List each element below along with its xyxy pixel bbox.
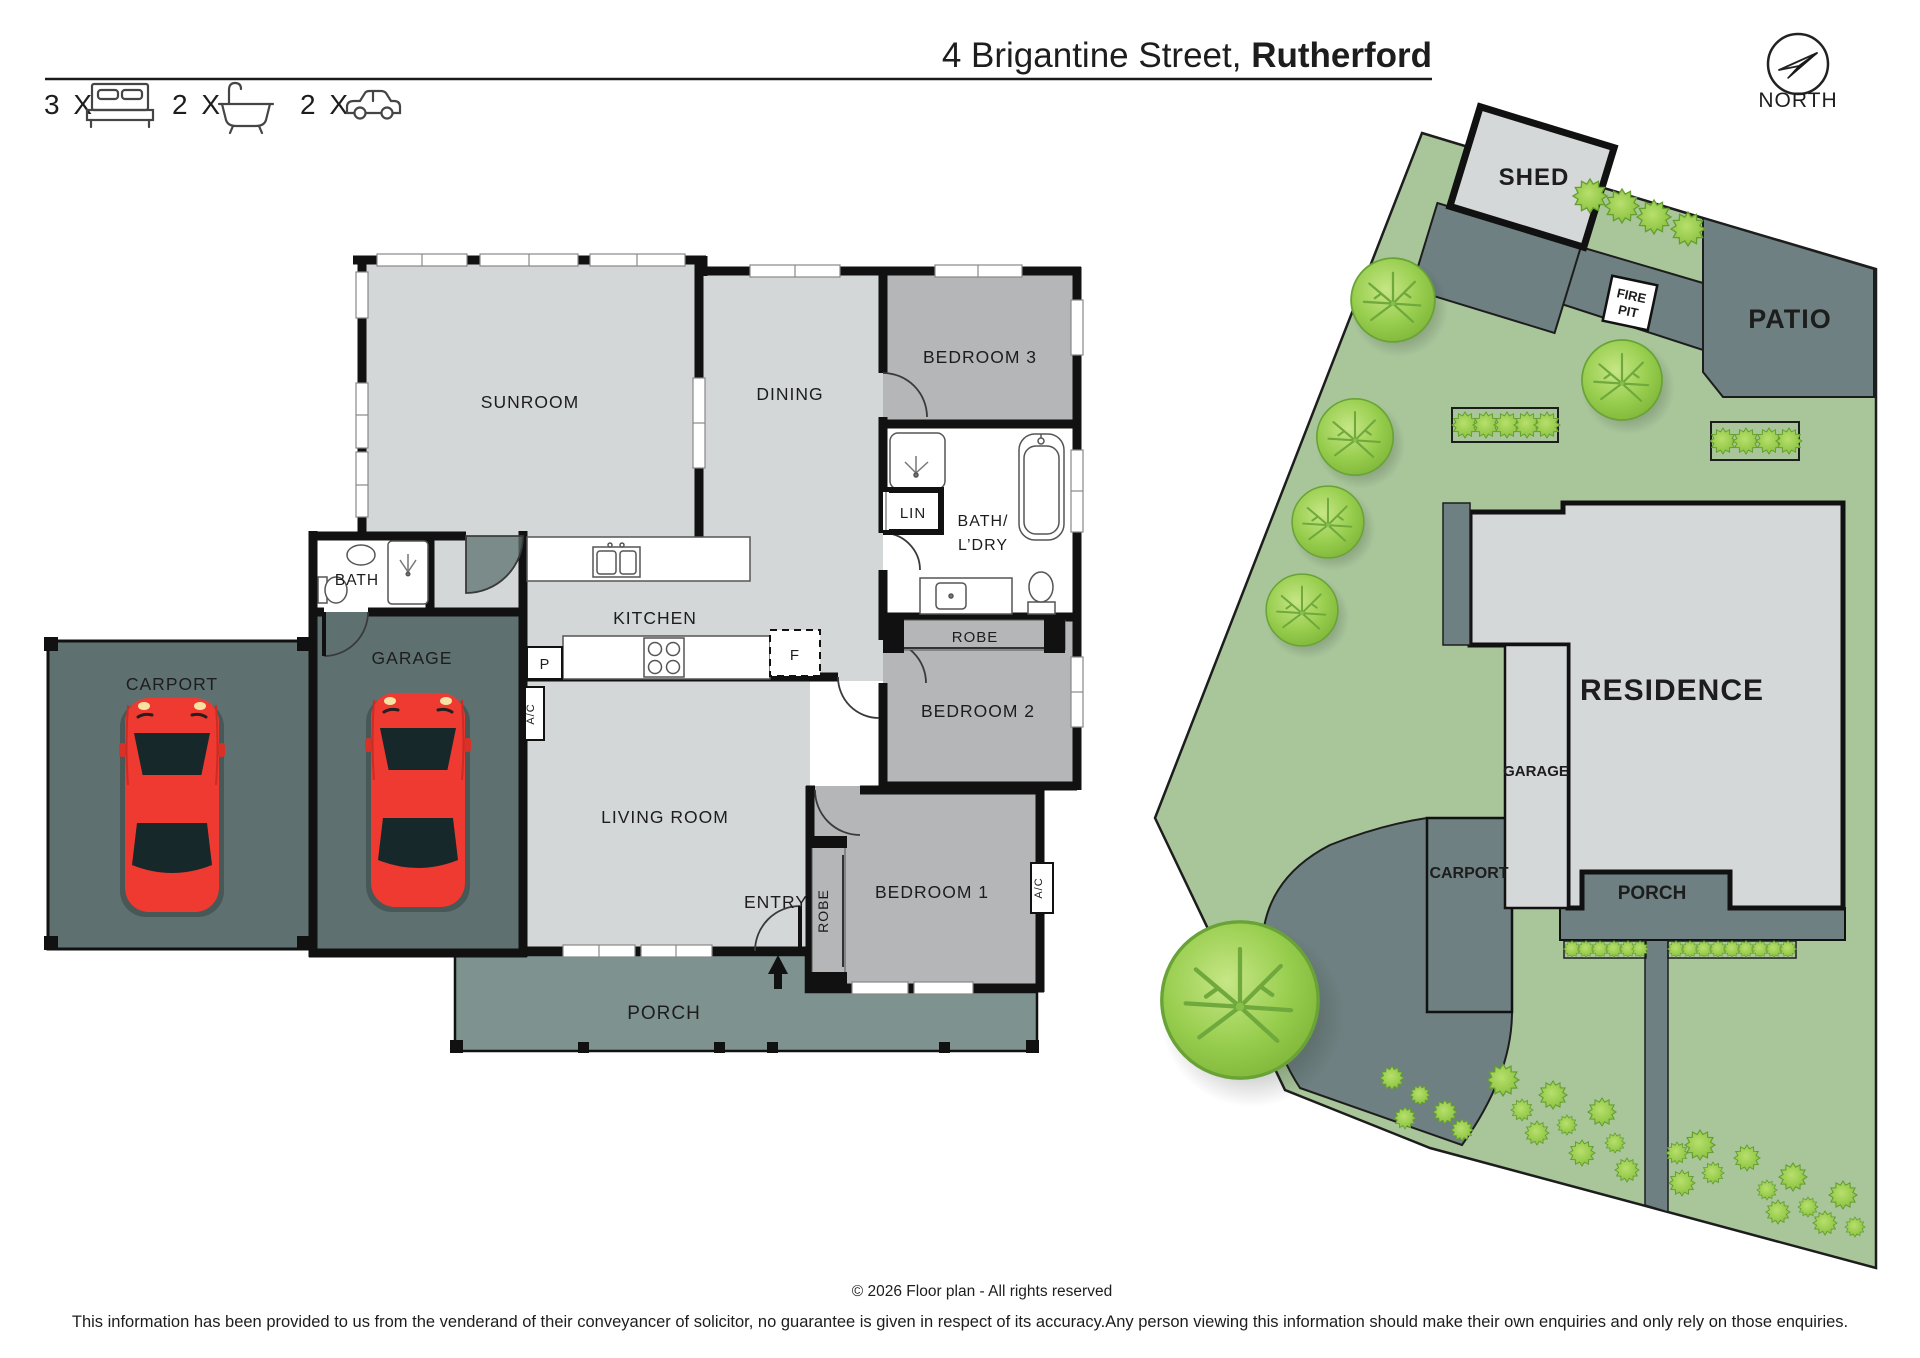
car-icon	[345, 89, 402, 120]
porch-posts	[450, 1040, 1039, 1053]
bath-ldry-label-2: L’DRY	[958, 537, 1008, 554]
side-strip	[1442, 502, 1471, 646]
front-path	[1644, 939, 1669, 1214]
shed-label: SHED	[1499, 164, 1570, 191]
fridge-box	[769, 629, 821, 677]
page-title: 4 Brigantine Street, Rutherford	[942, 36, 1432, 75]
floor-plan: SUNROOM DINING BEDROOM 3 BATH/ L’DRY LIN…	[44, 253, 1084, 1053]
site-garage	[1503, 643, 1570, 910]
ac-bedroom1-label: A/C	[1033, 877, 1045, 898]
bath-label: BATH	[335, 572, 379, 589]
carport-posts	[44, 637, 311, 950]
bath-ldry-fixtures	[889, 432, 1065, 615]
bath-icon	[217, 81, 275, 135]
robe-bedroom2	[883, 617, 1066, 653]
bedroom1-label: BEDROOM 1	[875, 882, 989, 902]
kitchen-label: KITCHEN	[613, 608, 697, 628]
site-carport	[1425, 816, 1514, 1014]
patio-label: PATIO	[1748, 304, 1832, 334]
garage-label: GARAGE	[372, 648, 453, 668]
site-porch-label: PORCH	[1618, 883, 1687, 904]
baths-count: 2 X	[172, 89, 223, 120]
floor-plan-labels: SUNROOM DINING BEDROOM 3 BATH/ L’DRY LIN…	[126, 347, 1045, 1024]
site-plan: FIRE PIT	[1153, 102, 1878, 1270]
pantry-box	[526, 646, 563, 680]
kitchen-counters	[526, 536, 771, 680]
room-living	[523, 681, 810, 951]
entry-arrow-icon	[768, 955, 788, 989]
legend: 3 X 2 X 2 X	[44, 81, 402, 135]
robe-bedroom1-label: ROBE	[815, 889, 831, 933]
doors	[322, 372, 928, 952]
site-patio	[1702, 216, 1875, 398]
footer-disclaimer: This information has been provided to us…	[72, 1313, 1848, 1331]
fire-pit-label-1: FIRE	[1616, 285, 1648, 306]
beds-count: 3 X	[44, 89, 95, 120]
room-bedroom1	[810, 786, 1040, 988]
carport-label: CARPORT	[126, 674, 218, 694]
fire-pit-label-2: PIT	[1617, 302, 1640, 321]
lin-label: LIN	[900, 505, 926, 522]
pantry-label: P	[540, 657, 551, 673]
site-carport-label: CARPORT	[1429, 865, 1508, 882]
north-compass-icon	[1766, 32, 1830, 96]
site-plan-labels: SHED PATIO RESIDENCE GARAGE CARPORT PORC…	[1429, 164, 1832, 904]
lin-closet	[883, 487, 944, 535]
fire-pit: FIRE PIT	[1601, 274, 1659, 332]
north-label: NORTH	[1758, 89, 1837, 112]
dining-label: DINING	[756, 384, 823, 404]
living-label: LIVING ROOM	[601, 807, 729, 827]
site-garage-label: GARAGE	[1503, 763, 1569, 780]
ac-living-label: A/C	[525, 703, 537, 724]
bedroom2-label: BEDROOM 2	[921, 701, 1035, 721]
room-bedroom3	[883, 271, 1077, 424]
fridge-label: F	[790, 647, 800, 664]
bath-ldry-label-1: BATH/	[958, 513, 1009, 530]
windows	[355, 253, 1084, 995]
ac-unit-bedroom1	[1030, 862, 1054, 914]
bedroom3-label: BEDROOM 3	[923, 347, 1037, 367]
porch-label: PORCH	[627, 1003, 701, 1024]
entry-label: ENTRY	[744, 892, 808, 912]
robe-bedroom1	[810, 836, 847, 984]
robe-bedroom2-label: ROBE	[952, 629, 999, 646]
room-sunroom	[362, 260, 699, 535]
footer-copyright: © 2026 Floor plan - All rights reserved	[852, 1283, 1112, 1300]
car-garage	[363, 691, 473, 914]
sunroom-label: SUNROOM	[481, 392, 579, 412]
bath-garage-fixtures	[317, 540, 429, 605]
cars-count: 2 X	[300, 89, 351, 120]
car-carport	[117, 696, 227, 919]
ac-unit-living	[524, 686, 545, 741]
residence-label: RESIDENCE	[1580, 674, 1764, 707]
bed-icon	[85, 82, 155, 129]
